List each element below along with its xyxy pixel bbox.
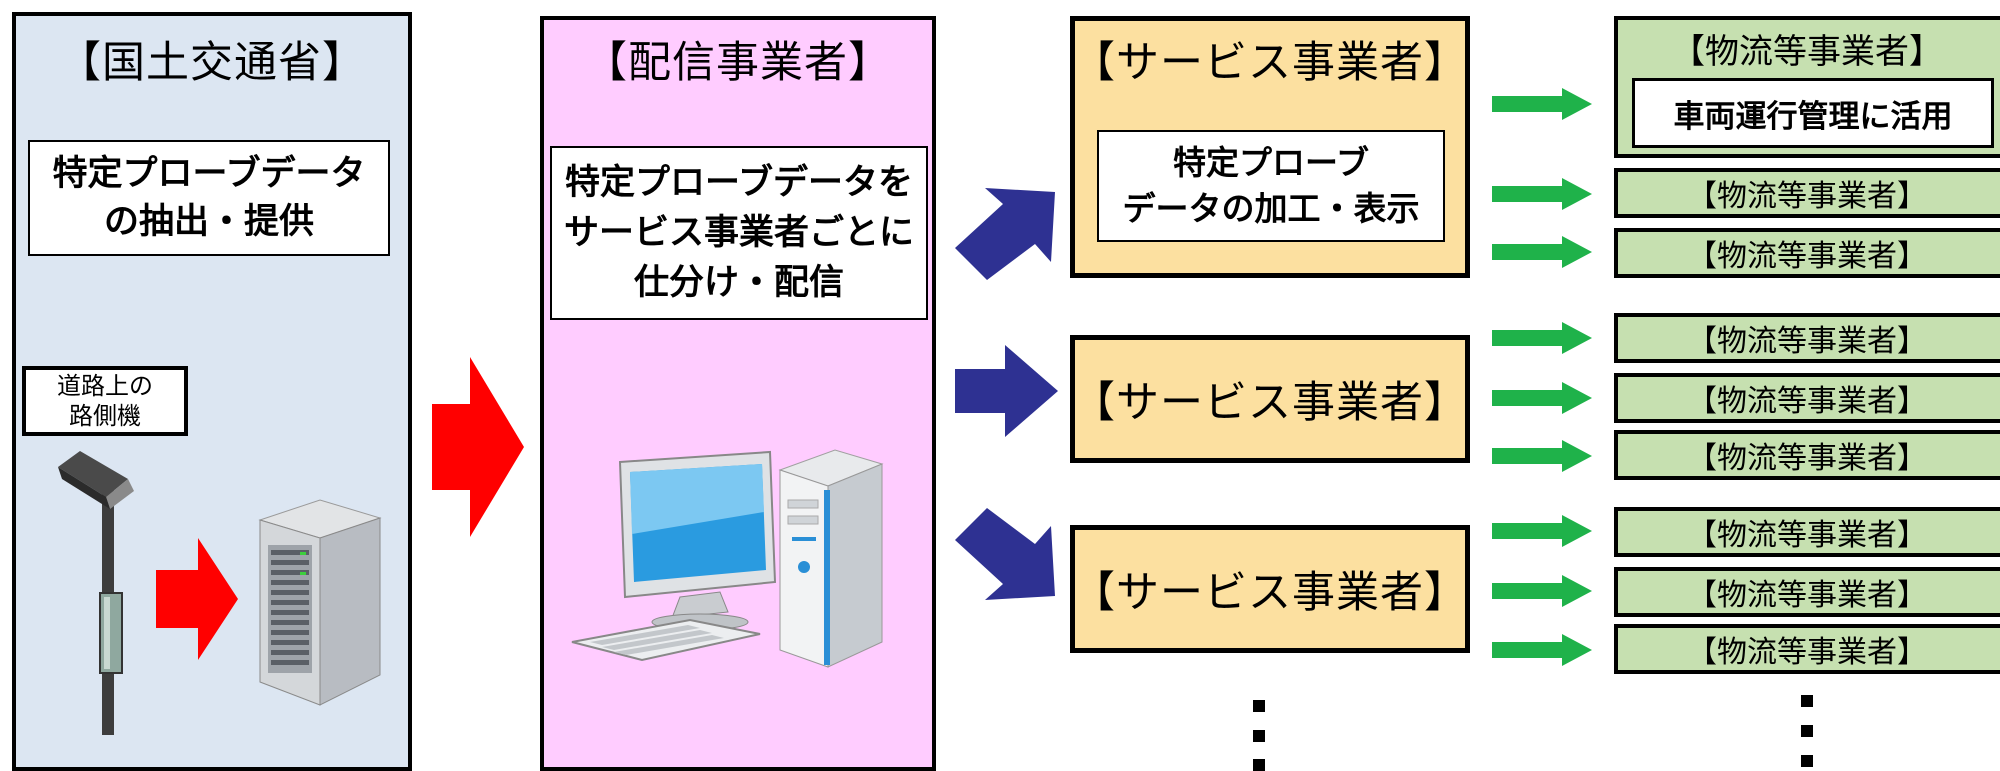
logistics-company-4: 【物流等事業者】	[1614, 313, 2000, 363]
mlit-title: 【国土交通省】	[58, 38, 366, 88]
logistics-company-7-label: 【物流等事業者】	[1687, 518, 1927, 553]
green-arrow	[1492, 440, 1592, 472]
mlit-task-line2: の抽出・提供	[103, 202, 314, 242]
ellipsis-dot	[1253, 759, 1265, 771]
distributor-task-line2: サービス事業者ごとに	[563, 213, 914, 253]
green-arrow	[1492, 575, 1592, 607]
service-task-line2: データの加工・表示	[1122, 189, 1420, 228]
logistics-company-9-label: 【物流等事業者】	[1687, 635, 1927, 670]
distributor-task-box: 特定プローブデータを サービス事業者ごとに 仕分け・配信	[550, 146, 928, 320]
ellipsis-dot	[1801, 725, 1813, 737]
service-provider-2: 【サービス事業者】	[1070, 335, 1470, 463]
distributor-title: 【配信事業者】	[584, 38, 892, 88]
green-arrow	[1492, 515, 1592, 547]
ellipsis-dot	[1253, 730, 1265, 742]
service-task-line1: 特定プローブ	[1172, 143, 1370, 182]
roadside-label-line1: 道路上の	[57, 372, 153, 400]
logistics-company-6: 【物流等事業者】	[1614, 430, 2000, 480]
logistics-company-6-label: 【物流等事業者】	[1687, 441, 1927, 476]
green-arrow	[1492, 382, 1592, 414]
logistics-company-9: 【物流等事業者】	[1614, 624, 2000, 674]
red-arrow-large	[432, 357, 524, 537]
service-provider-2-label: 【サービス事業者】	[1072, 378, 1468, 428]
ellipsis-dot	[1801, 695, 1813, 707]
server-icon	[258, 499, 382, 706]
service-provider-1-label: 【サービス事業者】	[1072, 38, 1468, 88]
navy-arrow-right	[955, 345, 1058, 437]
logistics-usage-text: 車両運行管理に活用	[1673, 98, 1953, 135]
ellipsis-dot	[1801, 755, 1813, 767]
distributor-task-line1: 特定プローブデータを	[565, 163, 913, 203]
service-provider-3-label: 【サービス事業者】	[1072, 568, 1468, 618]
green-arrow	[1492, 322, 1592, 354]
logistics-usage-box: 車両運行管理に活用	[1632, 78, 1994, 148]
logistics-company-7: 【物流等事業者】	[1614, 507, 2000, 557]
service-provider-3: 【サービス事業者】	[1070, 525, 1470, 653]
logistics-company-3-label: 【物流等事業者】	[1687, 239, 1927, 274]
logistics-company-4-label: 【物流等事業者】	[1687, 324, 1927, 359]
red-arrow-small	[156, 538, 238, 660]
roadside-unit-icon	[58, 451, 134, 735]
distributor-task-line3: 仕分け・配信	[633, 263, 844, 303]
green-arrow	[1492, 236, 1592, 268]
logistics-company-1-label: 【物流等事業者】	[1671, 32, 1943, 72]
desktop-computer-icon	[571, 449, 884, 668]
logistics-company-2-label: 【物流等事業者】	[1687, 179, 1927, 214]
ellipsis-dot	[1253, 700, 1265, 712]
green-arrow	[1492, 88, 1592, 120]
logistics-company-5-label: 【物流等事業者】	[1687, 384, 1927, 419]
logistics-company-2: 【物流等事業者】	[1614, 168, 2000, 218]
service-task-box: 特定プローブ データの加工・表示	[1097, 130, 1445, 242]
navy-arrow-up	[955, 188, 1055, 280]
logistics-company-8-label: 【物流等事業者】	[1687, 578, 1927, 613]
navy-arrow-down	[955, 508, 1055, 600]
logistics-company-3: 【物流等事業者】	[1614, 228, 2000, 278]
roadside-label-box: 道路上の 路側機	[22, 366, 188, 436]
roadside-label-line2: 路側機	[69, 402, 141, 430]
green-arrow	[1492, 178, 1592, 210]
logistics-company-5: 【物流等事業者】	[1614, 373, 2000, 423]
mlit-task-box: 特定プローブデータ の抽出・提供	[28, 140, 390, 256]
green-arrow	[1492, 634, 1592, 666]
logistics-company-8: 【物流等事業者】	[1614, 567, 2000, 617]
mlit-task-line1: 特定プローブデータ	[52, 154, 366, 194]
